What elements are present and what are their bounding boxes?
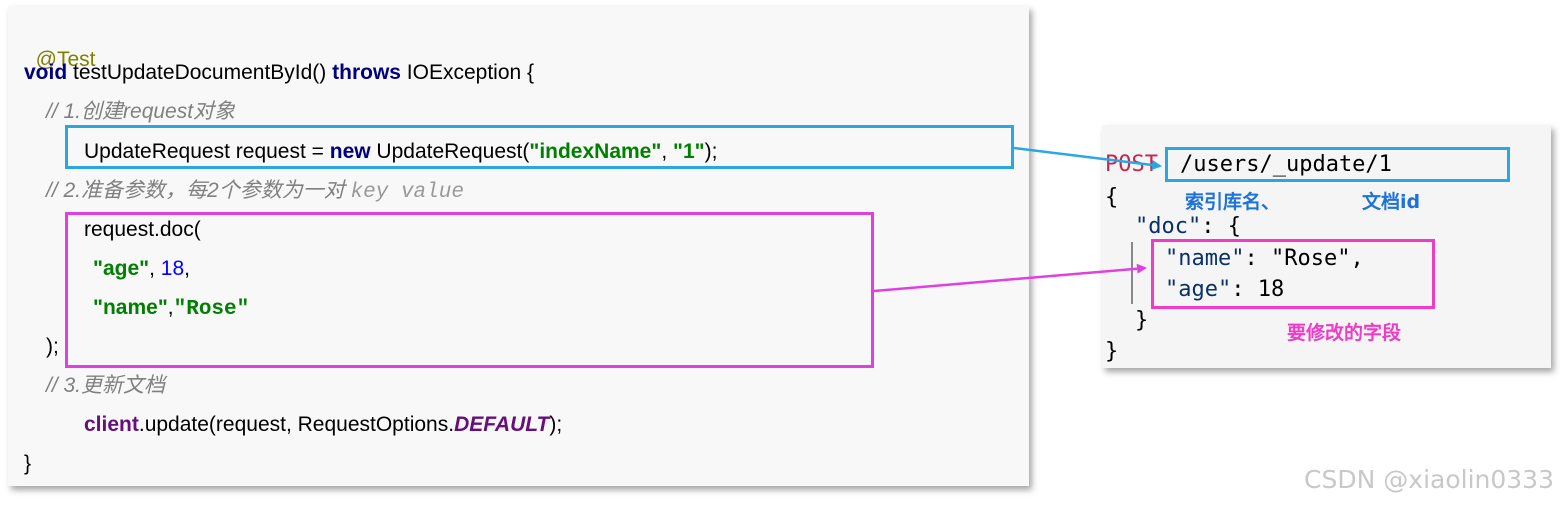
- json-age-line: "age": 18: [1165, 276, 1284, 304]
- name-separator: ,: [167, 296, 174, 319]
- json-name-key: "name": [1165, 246, 1245, 271]
- watermark: CSDN @xiaolin0333: [1304, 465, 1554, 494]
- string-age-key: "age": [93, 257, 150, 280]
- keyword-throws: throws: [332, 61, 401, 84]
- request-comma: ,: [661, 140, 673, 163]
- json-age-value: : 18: [1231, 277, 1285, 302]
- json-doc-key: "doc": [1135, 214, 1202, 239]
- string-doc-id: "1": [673, 140, 705, 163]
- number-age-value: 18: [160, 257, 185, 280]
- code-line-method-signature: void testUpdateDocumentById() throws IOE…: [24, 60, 534, 86]
- comment-2-mono: key value: [350, 181, 464, 204]
- request-decl: UpdateRequest request =: [84, 140, 330, 163]
- json-indent-guide: [1131, 242, 1133, 304]
- method-name: testUpdateDocumentById(): [67, 61, 333, 84]
- label-index-name: 索引库名、: [1185, 191, 1281, 213]
- code-line-closing-brace: }: [24, 452, 32, 475]
- highlight-request-box: [65, 125, 1014, 169]
- json-name-value: : "Rose",: [1244, 246, 1364, 271]
- string-name-key: "name": [93, 296, 168, 319]
- field-client: client: [84, 413, 139, 436]
- age-separator: ,: [149, 257, 161, 280]
- code-line-doc-close: );: [46, 335, 59, 358]
- json-doc-colon: : {: [1201, 214, 1241, 239]
- code-comment-1: // 1.创建request对象: [46, 100, 236, 123]
- update-end: );: [549, 413, 563, 436]
- code-line-doc-open: request.doc(: [84, 218, 201, 241]
- string-index-name: "indexName": [529, 140, 662, 163]
- code-comment-2: // 2.准备参数，每2个参数为一对 key value: [46, 178, 464, 206]
- json-inner-close: }: [1135, 308, 1149, 333]
- json-example-card: [1102, 125, 1551, 368]
- annotation-test: @Test: [35, 48, 96, 71]
- code-comment-3: // 3.更新文档: [46, 374, 166, 397]
- constant-default: DEFAULT: [454, 413, 550, 436]
- comment-2-text: // 2.准备参数，每2个参数为一对: [46, 179, 351, 202]
- json-open-brace: {: [1105, 185, 1119, 210]
- code-line-doc-name: "name","Rose": [93, 295, 249, 323]
- highlight-fields-box: [1151, 239, 1435, 309]
- highlight-path-box: [1165, 147, 1510, 182]
- json-path: /users/_update/1: [1180, 152, 1392, 177]
- string-name-value: "Rose": [173, 298, 250, 321]
- request-end: );: [704, 140, 718, 163]
- label-fields-to-update: 要修改的字段: [1287, 322, 1402, 344]
- request-ctor: UpdateRequest(: [370, 140, 530, 163]
- code-line-doc-age: "age", 18,: [93, 256, 190, 282]
- arrow-request-to-path: [1013, 146, 1162, 170]
- json-outer-close: }: [1105, 339, 1119, 364]
- keyword-new: new: [329, 140, 371, 163]
- update-call: .update(request, RequestOptions.: [138, 413, 455, 436]
- json-age-key: "age": [1165, 277, 1232, 302]
- method-exception: IOException {: [400, 61, 535, 84]
- arrow-doc-to-fields: [873, 263, 1147, 293]
- java-code-panel: [8, 6, 1029, 486]
- keyword-void: void: [24, 61, 68, 84]
- code-line-annotation: @Test: [24, 21, 96, 73]
- json-name-line: "name": "Rose",: [1165, 245, 1364, 273]
- age-end: ,: [184, 257, 190, 280]
- json-doc-line: "doc": {: [1135, 213, 1241, 241]
- code-line-client-update: client.update(request, RequestOptions.DE…: [84, 412, 562, 438]
- code-line-new-request: UpdateRequest request = new UpdateReques…: [84, 139, 717, 165]
- label-doc-id: 文档id: [1362, 191, 1421, 213]
- highlight-doc-box: [65, 212, 874, 368]
